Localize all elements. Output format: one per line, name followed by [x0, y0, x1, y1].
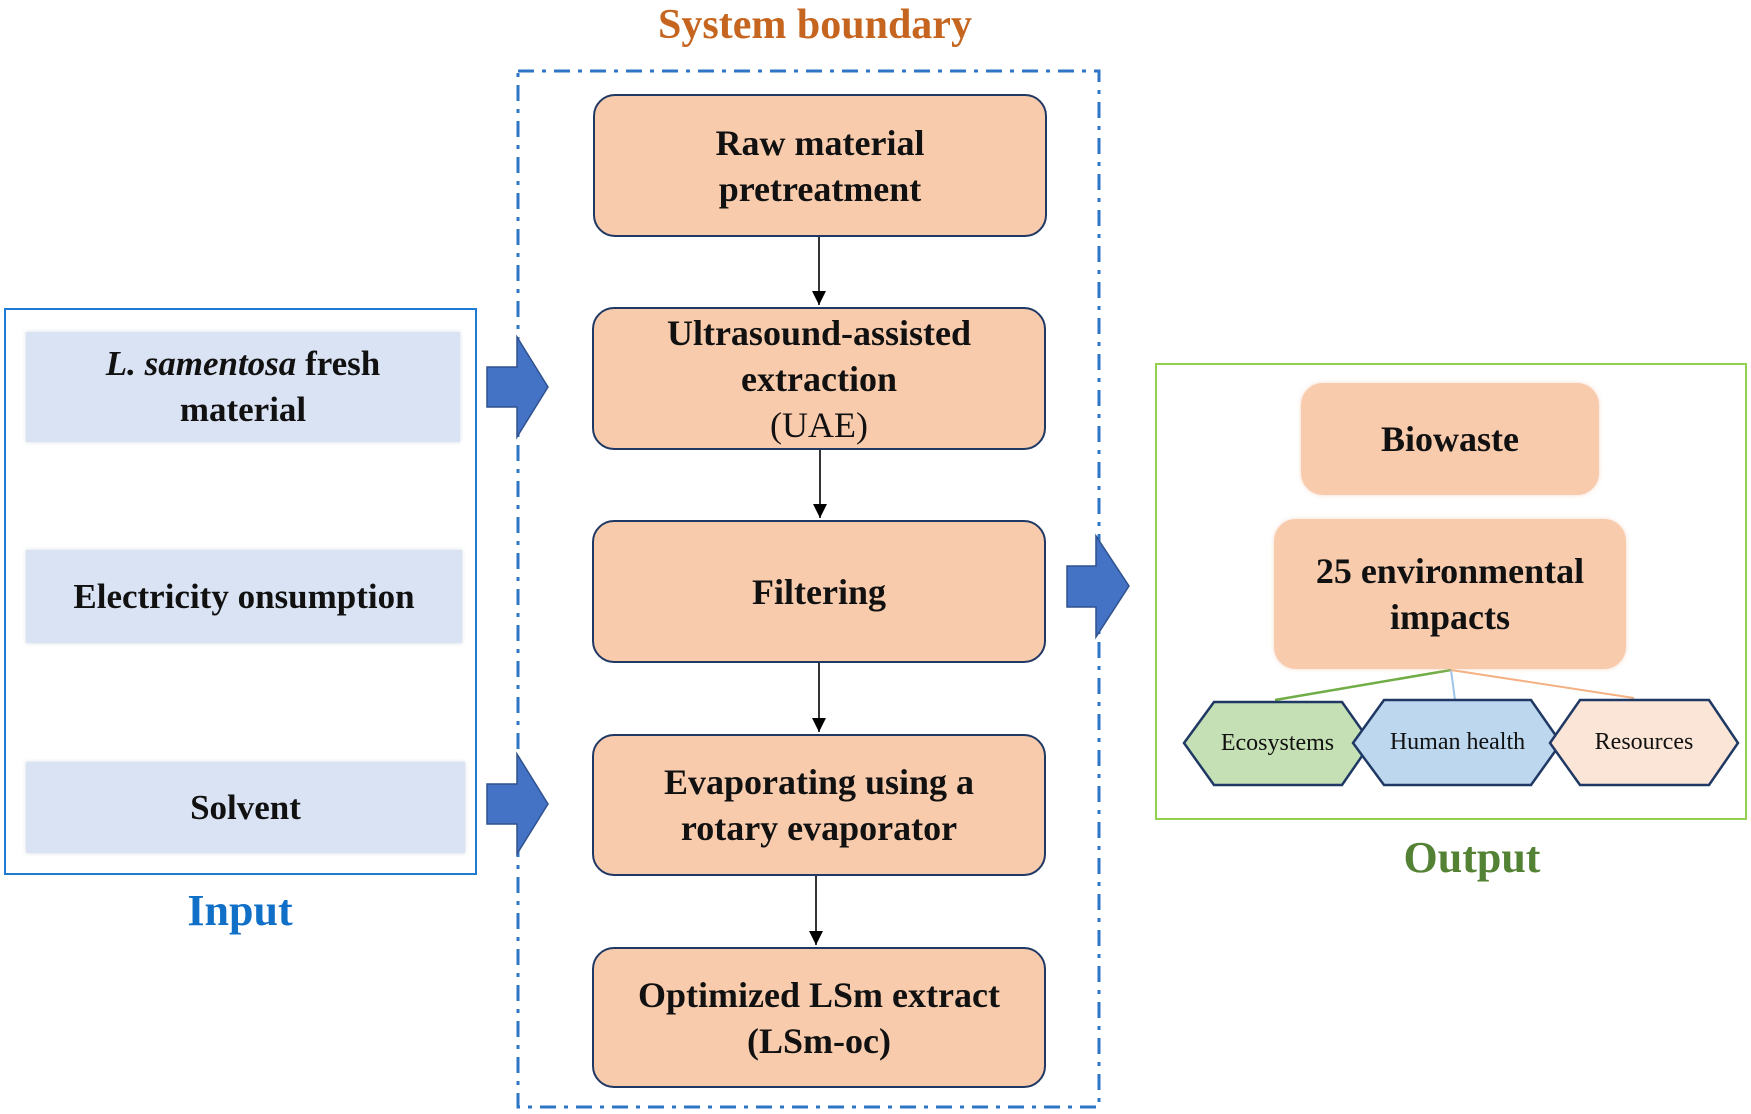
hexagon-resources	[1548, 698, 1740, 787]
step-filtering: Filtering	[592, 520, 1046, 663]
step-text-line: Ultrasound-assisted	[666, 312, 972, 353]
step-text-line: Raw material	[715, 122, 925, 163]
input-item-line: material	[179, 390, 307, 429]
category-human-health: Human health	[1389, 729, 1526, 755]
step-rotary-evaporation: Evaporating using a rotary evaporator	[592, 734, 1046, 876]
input-item-text: Electricity onsumption	[73, 576, 415, 616]
step-text-line: (LSm-oc)	[747, 1020, 891, 1061]
step-subtext: (UAE)	[770, 404, 868, 445]
input-arrow-icon-2	[486, 751, 549, 857]
input-label: Input	[187, 886, 293, 935]
step-text-line: pretreatment	[718, 168, 922, 209]
step-text-line: Evaporating using a	[663, 762, 975, 802]
step-raw-material-pretreatment: Raw material pretreatment	[593, 94, 1047, 237]
input-item-solvent: Solvent	[26, 762, 465, 853]
system-boundary-frame	[516, 69, 1101, 1109]
output-block-text: Biowaste	[1381, 419, 1519, 459]
output-label: Output	[1403, 833, 1541, 882]
output-arrow-icon	[1066, 533, 1130, 640]
step-text-line: Optimized LSm extract	[638, 974, 1000, 1015]
output-panel	[1155, 363, 1747, 820]
input-item-line: L. samentosa fresh	[106, 341, 381, 387]
step-text-line: Filtering	[752, 571, 886, 612]
category-resources: Resources	[1594, 729, 1694, 755]
output-block-text: 25 environmental	[1315, 551, 1585, 591]
input-arrow-icon-1	[486, 334, 549, 440]
flow-arrowhead-3	[812, 718, 826, 732]
output-environmental-impacts: 25 environmental impacts	[1274, 519, 1626, 669]
flow-arrowhead-2	[813, 504, 827, 518]
system-boundary-title: System boundary	[658, 2, 972, 48]
step-optimized-extract: Optimized LSm extract (LSm-oc)	[592, 947, 1046, 1088]
link-resources	[1450, 669, 1635, 699]
step-ultrasound-assisted-extraction: Ultrasound-assisted extraction (UAE)	[592, 307, 1046, 450]
input-item-electricity: Electricity onsumption	[26, 550, 462, 643]
species-name: L. samentosa	[105, 344, 297, 383]
link-ecosystems	[1274, 668, 1452, 702]
input-item-text: fresh	[296, 344, 381, 383]
link-human-health	[1450, 669, 1456, 701]
input-panel	[4, 308, 477, 875]
step-text-line: rotary evaporator	[680, 808, 958, 848]
flow-arrowhead-4	[809, 931, 823, 945]
step-text-line: extraction	[741, 358, 897, 399]
input-item-text: Solvent	[190, 787, 301, 827]
output-block-text: impacts	[1390, 597, 1510, 637]
input-item-plant-material: L. samentosa fresh material	[26, 332, 460, 442]
flow-arrowhead-1	[812, 291, 826, 305]
output-biowaste: Biowaste	[1301, 383, 1599, 495]
category-ecosystems: Ecosystems	[1220, 730, 1335, 756]
